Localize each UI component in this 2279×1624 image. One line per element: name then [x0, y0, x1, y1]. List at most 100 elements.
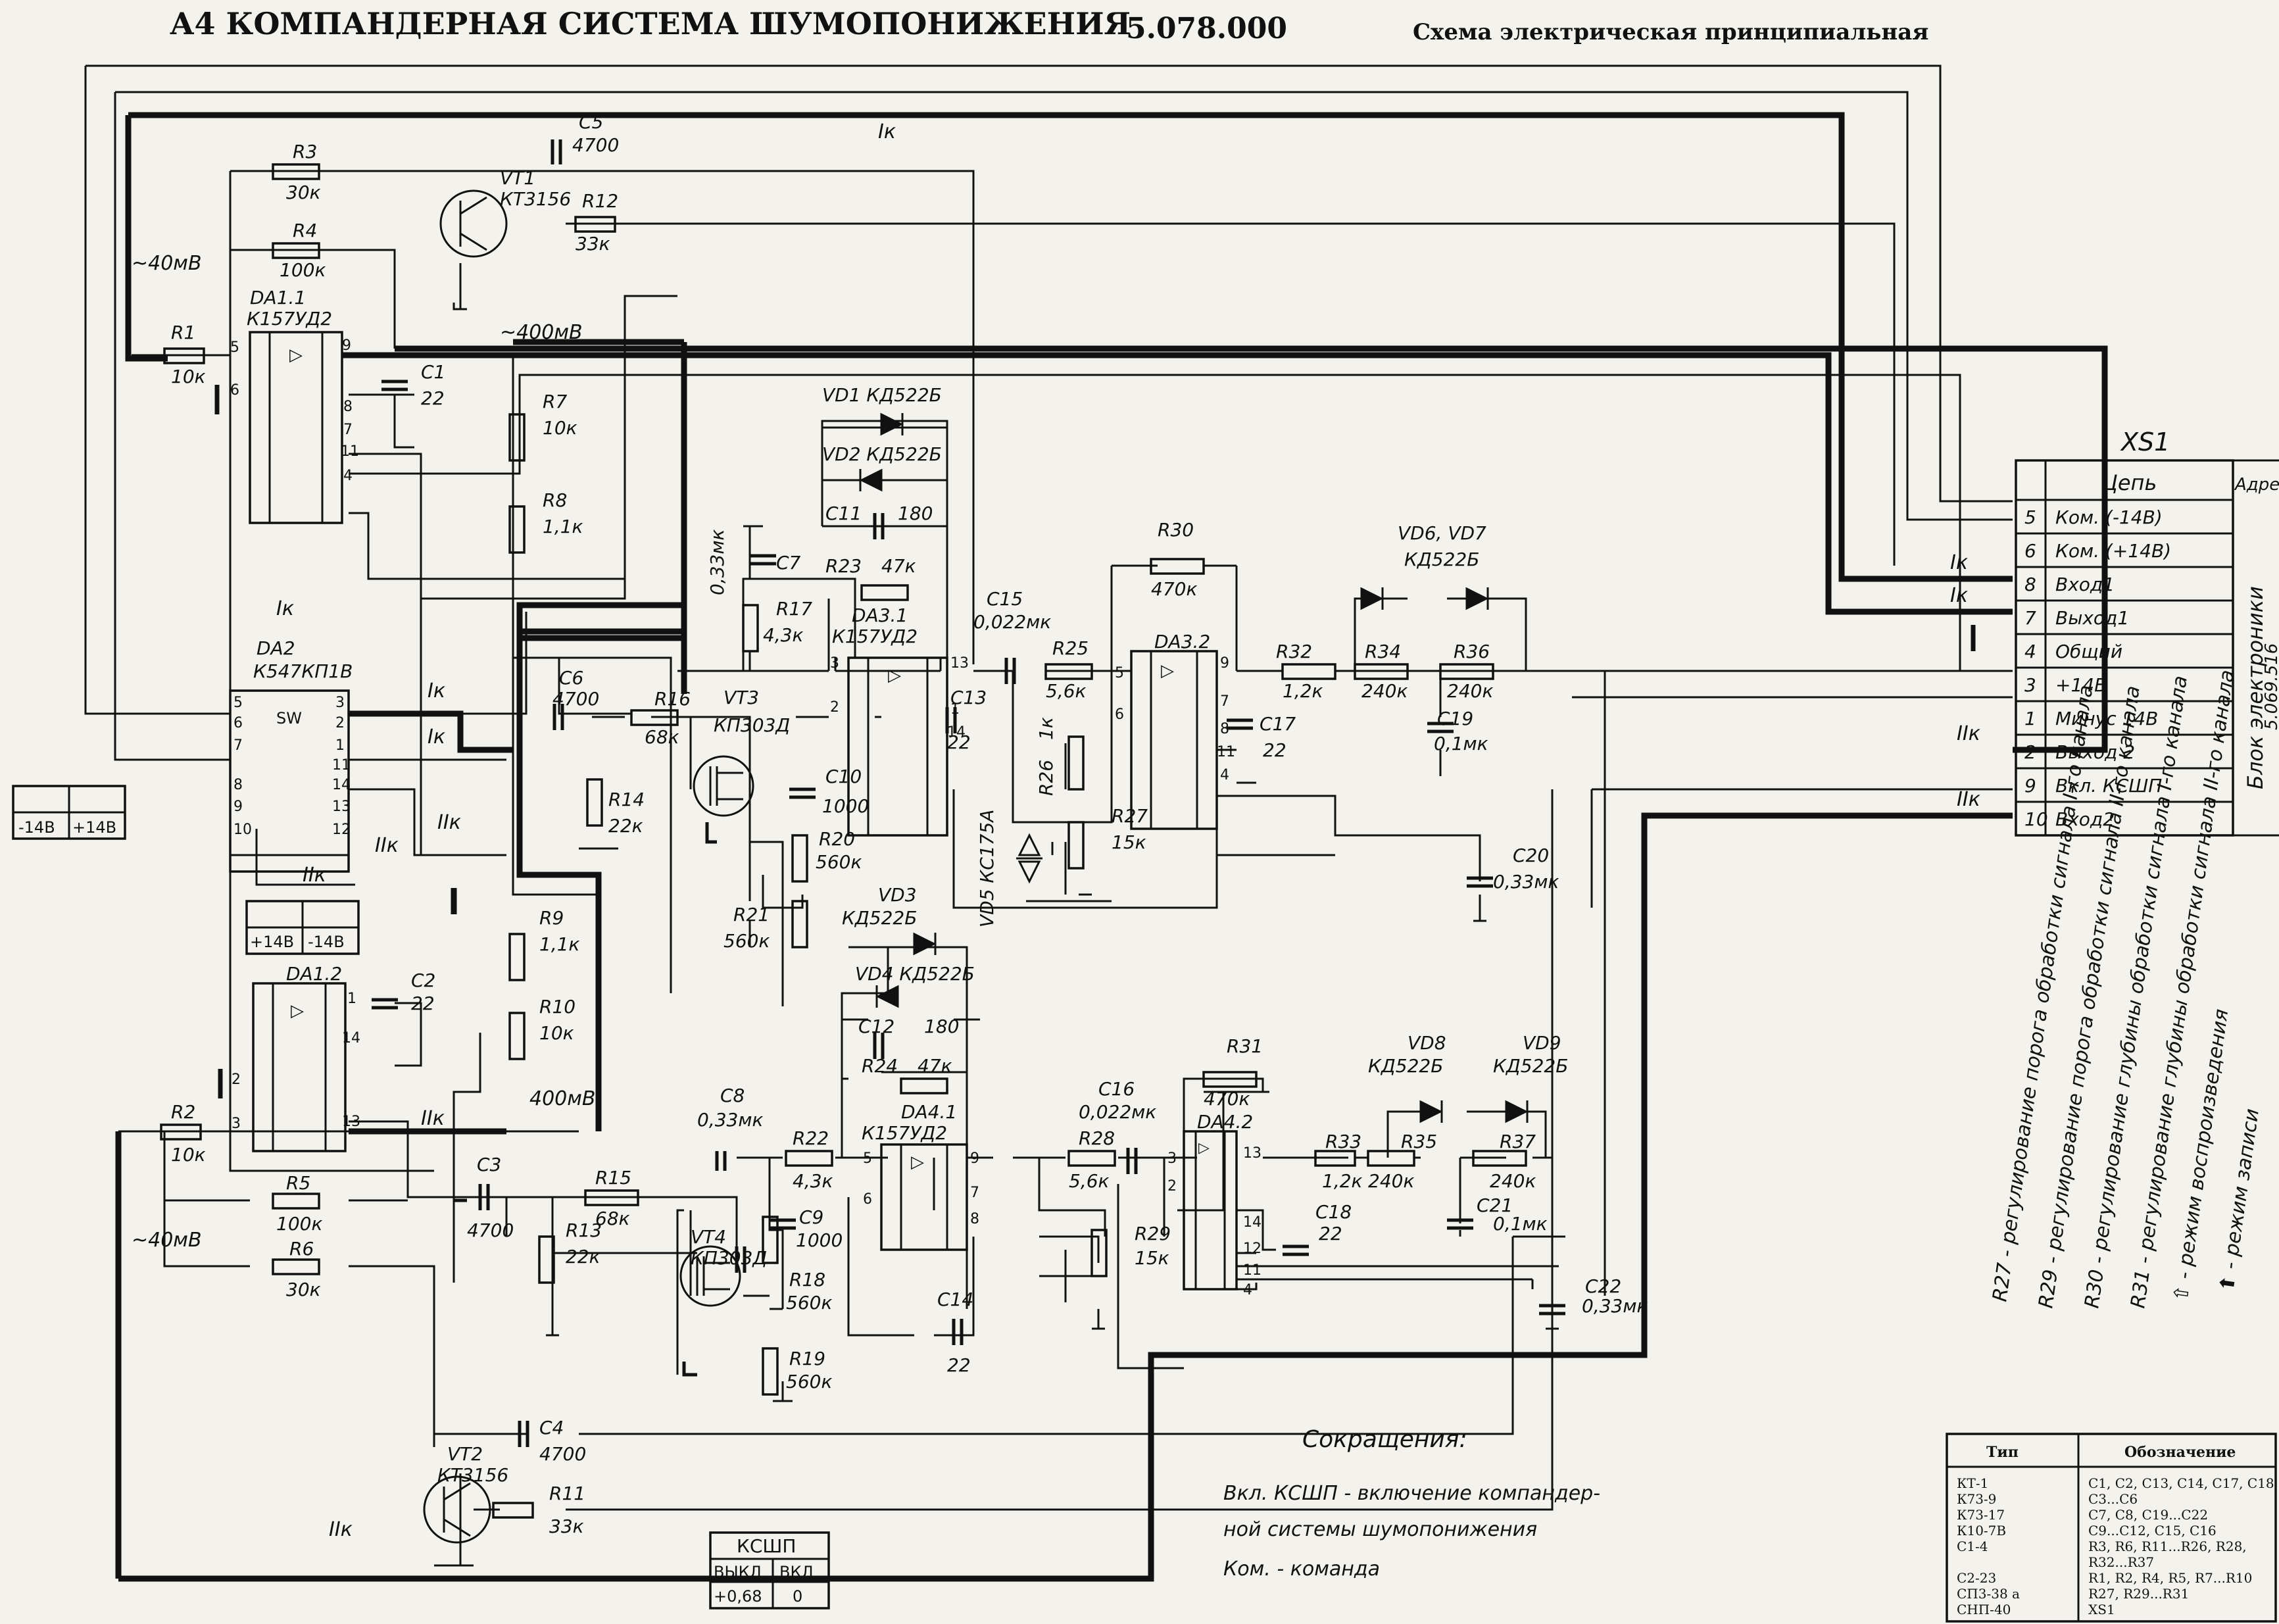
- parts-type-cell: К73-17: [1957, 1507, 2005, 1523]
- r26-label: R26: [1035, 760, 1057, 796]
- svg-text:2: 2: [1167, 1178, 1177, 1194]
- diode-symbols: [859, 412, 1529, 1123]
- c7-label: C7: [776, 552, 801, 574]
- c3-label: C3: [477, 1154, 501, 1175]
- ic-da4-1: [880, 1143, 968, 1251]
- r28-label: R28: [1079, 1127, 1115, 1149]
- vd8-label: VD8: [1408, 1032, 1446, 1054]
- vd4-label: VD4 КД522Б: [855, 963, 975, 985]
- r23-value: 47к: [881, 555, 916, 577]
- parts-type-cell: С2-23: [1957, 1570, 1996, 1586]
- vt3-label: VT3: [723, 687, 759, 708]
- c4-value: 4700: [539, 1443, 586, 1465]
- c14-label: C14: [937, 1289, 973, 1310]
- svg-text:8: 8: [343, 399, 353, 415]
- parts-header-designation: Обозначение: [2124, 1444, 2236, 1461]
- kshp-title: КСШП: [737, 1535, 796, 1557]
- r15-label: R15: [595, 1167, 631, 1189]
- r37-value: 240к: [1490, 1170, 1536, 1192]
- c11-value: 180: [898, 503, 933, 524]
- r26-value: 1к: [1035, 717, 1057, 740]
- xs1-side-label: Блок электроники: [2243, 586, 2268, 789]
- r4-label: R4: [293, 220, 317, 241]
- c19-label: C19: [1437, 708, 1473, 729]
- svg-text:2: 2: [335, 715, 345, 731]
- vd1-label: VD1 КД522Б: [822, 384, 942, 406]
- r29-value: 15к: [1135, 1247, 1169, 1269]
- r9-value: 1,1к: [539, 933, 580, 955]
- ic-da3-1: [847, 656, 948, 837]
- svg-text:13: 13: [332, 799, 351, 815]
- bold-wires: [115, 112, 2108, 1582]
- c15-value: 0,022мк: [973, 611, 1051, 633]
- vt1-label: VT1: [500, 167, 535, 189]
- r36-value: 240к: [1447, 680, 1493, 702]
- r25-label: R25: [1052, 637, 1089, 659]
- c20-value: 0,33мк: [1493, 871, 1559, 893]
- svg-text:10: 10: [233, 822, 252, 838]
- r8-label: R8: [543, 489, 567, 511]
- ic-da2-name: DA2: [257, 637, 295, 659]
- r33-label: R33: [1325, 1131, 1361, 1152]
- ic-da3-1-name: DA3.1: [852, 604, 908, 626]
- ic-da4-2-name: DA4.2: [1197, 1111, 1253, 1133]
- r34-label: R34: [1365, 641, 1401, 662]
- c5-value: 4700: [572, 134, 619, 156]
- vd67-label: VD6, VD7: [1398, 522, 1486, 544]
- r27-label: R27: [1112, 805, 1148, 827]
- svg-text:3: 3: [232, 1116, 241, 1132]
- r35-value: 240к: [1368, 1170, 1414, 1192]
- power-minus-mid: -14В: [308, 933, 345, 951]
- c22-label: C22: [1585, 1275, 1621, 1297]
- r14-label: R14: [608, 789, 645, 810]
- c10-value: 1000: [822, 795, 869, 817]
- xs1-pin-name: Выход1: [2055, 607, 2129, 629]
- xs1-pin-number: 6: [2024, 540, 2036, 562]
- c1-value: 22: [421, 387, 445, 409]
- transistor-symbols: [423, 189, 754, 1544]
- c4-label: C4: [539, 1417, 564, 1439]
- resistor-bodies: [160, 163, 1527, 1519]
- r18-value: 560к: [786, 1292, 832, 1314]
- r12-label: R12: [582, 190, 618, 212]
- xs1-pin-number: 5: [2024, 506, 2036, 528]
- c17-label: C17: [1260, 713, 1296, 735]
- adjustment-notes: R27 - регулирование порога обработки сиг…: [1988, 668, 2264, 1310]
- c2-value: 22: [411, 993, 435, 1014]
- r31-value: 470к: [1204, 1088, 1250, 1110]
- power-minus-left: -14В: [18, 818, 55, 837]
- r11-value: 33к: [549, 1515, 584, 1537]
- xs1-pin-number: 1: [2024, 708, 2036, 729]
- xs1-pin-name: Ком. (-14В): [2055, 506, 2163, 528]
- power-box-mid: +14В -14В: [245, 900, 360, 955]
- svg-text:5: 5: [233, 695, 243, 711]
- current-iik-a: IIк: [437, 811, 461, 834]
- power-plus-mid: +14В: [250, 933, 294, 951]
- svg-text:6: 6: [1115, 706, 1124, 723]
- r10-label: R10: [539, 996, 576, 1018]
- current-iik-c: IIк: [303, 864, 326, 887]
- c15-label: C15: [987, 588, 1023, 610]
- svg-text:5: 5: [230, 339, 239, 356]
- xs1-side-code: 5.069.516: [2262, 643, 2279, 730]
- r31-label: R31: [1227, 1035, 1263, 1057]
- r20-value: 560к: [816, 851, 862, 873]
- ic-da1-1: [249, 331, 343, 524]
- parts-designation-cell: C1, C2, C13, C14, C17, C18: [2088, 1475, 2274, 1491]
- svg-text:7: 7: [1220, 693, 1229, 710]
- svg-text:6: 6: [233, 715, 243, 731]
- parts-header-type: Тип: [1986, 1444, 2019, 1461]
- ic-da1-2-name: DA1.2: [286, 963, 342, 985]
- r1-value: 10к: [171, 366, 206, 387]
- vd9-value: КД522Б: [1493, 1055, 1568, 1077]
- current-ik-xs1a: Iк: [1950, 551, 1968, 574]
- r30-label: R30: [1158, 519, 1194, 541]
- r35-label: R35: [1401, 1131, 1437, 1152]
- r30-value: 470к: [1151, 578, 1197, 600]
- r21-label: R21: [733, 904, 770, 925]
- r3-label: R3: [293, 141, 317, 162]
- parts-type-cell: КТ-1: [1957, 1475, 1988, 1491]
